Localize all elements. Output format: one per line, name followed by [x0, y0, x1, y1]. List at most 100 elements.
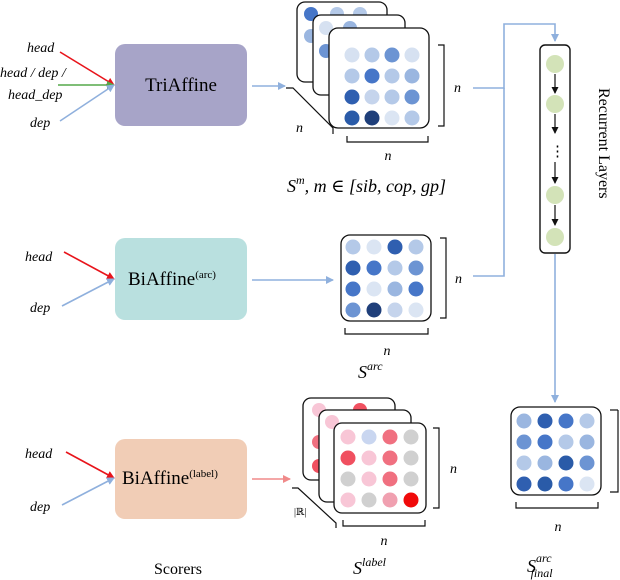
slabel-bottom-label: n [381, 534, 388, 549]
sfinal-cell-3-2 [558, 476, 574, 492]
slabel-cell-2-3 [403, 471, 419, 487]
sarc-matrix-group: n n Sarc [340, 234, 462, 382]
sarc-bottom-brace [344, 328, 429, 335]
sarc-cell-2-1 [366, 281, 382, 297]
sm-bottom-label: n [385, 149, 392, 164]
biaffine-label-name: BiAffine [122, 468, 189, 489]
slabel-cell-1-0 [340, 450, 356, 466]
sarc-cell-0-1 [366, 239, 382, 255]
sm-cell-1-3 [404, 68, 420, 84]
sfinal-cell-0-2 [558, 413, 574, 429]
triaffine-head-arrow [59, 51, 115, 86]
sm-right-label: n [454, 81, 461, 96]
triaffine-dep-arrow [59, 84, 115, 122]
sarc-cell-2-2 [387, 281, 403, 297]
slabel-cell-3-1 [361, 492, 377, 508]
slabel-depth-brace [292, 487, 337, 528]
slabel-right-brace [433, 427, 440, 509]
sarc-caption-base: S [358, 362, 367, 382]
biaffine-arc-sup: (arc) [195, 269, 216, 281]
slabel-cell-0-2 [382, 429, 398, 445]
slabel-matrix-group: |ℝ| n n Slabel [292, 397, 457, 578]
sfinal-cell-3-1 [537, 476, 553, 492]
sm-caption: Sm, m ∈ [sib, cop, gp] [287, 173, 446, 196]
sarc-cell-3-2 [387, 302, 403, 318]
sfinal-right-brace [610, 410, 619, 493]
sm-cell-0-3 [404, 47, 420, 63]
sm-cell-0-2 [384, 47, 400, 63]
sm-caption-sup: m [296, 173, 305, 187]
triaffine-mixed-label-2: head_dep [8, 88, 62, 103]
rnn-node-4 [546, 228, 564, 246]
sarc-to-rnn-connector [473, 88, 505, 277]
sarc-cell-3-3 [408, 302, 424, 318]
sm-cell-0-1 [364, 47, 380, 63]
sm-cell-1-0 [344, 68, 360, 84]
sfinal-cell-1-0 [516, 434, 532, 450]
biaffine-label-group: head dep BiAffine(label) Scorers [25, 439, 291, 578]
sm-caption-base: S [287, 176, 296, 196]
sm-cell-3-2 [384, 110, 400, 126]
sfinal-cell-2-3 [579, 455, 595, 471]
sfinal-caption-sup: arc [536, 551, 552, 565]
sfinal-cell-2-1 [537, 455, 553, 471]
slabel-caption-base: S [353, 558, 362, 578]
sfinal-cell-3-3 [579, 476, 595, 492]
slabel-cell-1-3 [403, 450, 419, 466]
rnn-label: Recurrent Layers [595, 88, 612, 199]
slabel-bottom-brace [342, 520, 426, 527]
sarc-right-brace [440, 237, 447, 319]
slabel-cell-2-0 [340, 471, 356, 487]
sfinal-cell-3-0 [516, 476, 532, 492]
sm-cell-3-0 [344, 110, 360, 126]
slabel-cell-3-2 [382, 492, 398, 508]
sarc-cell-0-0 [345, 239, 361, 255]
biaffine-arc-head-arrow [63, 251, 115, 280]
sarc-caption: Sarc [358, 359, 383, 382]
sfinal-cell-2-0 [516, 455, 532, 471]
slabel-front-grid [340, 429, 419, 508]
sm-bottom-brace [346, 136, 429, 143]
sm-right-brace [438, 44, 445, 127]
sfinal-cell-1-1 [537, 434, 553, 450]
biaffine-label-head-label: head [25, 447, 53, 462]
sfinal-bottom-label: n [555, 520, 562, 535]
rnn-box [539, 44, 571, 254]
slabel-cell-2-2 [382, 471, 398, 487]
biaffine-arc-head-label: head [25, 250, 53, 265]
biaffine-label-head-arrow [65, 451, 115, 479]
biaffine-label-dep-arrow [61, 477, 115, 506]
scorers-caption: Scorers [154, 561, 202, 578]
biaffine-arc-group: head dep BiAffine(arc) [25, 238, 334, 320]
sm-mid-dot [319, 21, 333, 35]
triaffine-dep-label: dep [30, 116, 50, 131]
slabel-cell-1-2 [382, 450, 398, 466]
slabel-cell-0-0 [340, 429, 356, 445]
sfinal-bottom-brace [515, 502, 599, 509]
slabel-caption: Slabel [353, 555, 387, 578]
connectors [473, 23, 559, 403]
sm-to-rnn-connector [473, 23, 559, 89]
biaffine-label-sup: (label) [189, 468, 218, 480]
sm-cell-2-2 [384, 89, 400, 105]
sarc-cell-0-3 [408, 239, 424, 255]
sm-depth-label: n [296, 121, 303, 136]
slabel-cell-3-0 [340, 492, 356, 508]
sm-cell-2-1 [364, 89, 380, 105]
sfinal-cell-0-1 [537, 413, 553, 429]
rnn-node-2 [546, 95, 564, 113]
rnn-ellipsis: ⋮ [550, 144, 565, 160]
sfinal-cell-0-0 [516, 413, 532, 429]
sarc-cell-2-0 [345, 281, 361, 297]
sm-front-grid [344, 47, 420, 126]
biaffine-arc-dep-label: dep [30, 301, 50, 316]
triaffine-box [115, 44, 247, 126]
sm-cell-3-1 [364, 110, 380, 126]
sfinal-caption-base: S [527, 556, 536, 576]
sarc-cell-3-1 [366, 302, 382, 318]
sarc-right-label: n [455, 272, 462, 287]
sm-cell-3-3 [404, 110, 420, 126]
sarc-cell-1-1 [366, 260, 382, 276]
sfinal-matrix [510, 406, 602, 496]
